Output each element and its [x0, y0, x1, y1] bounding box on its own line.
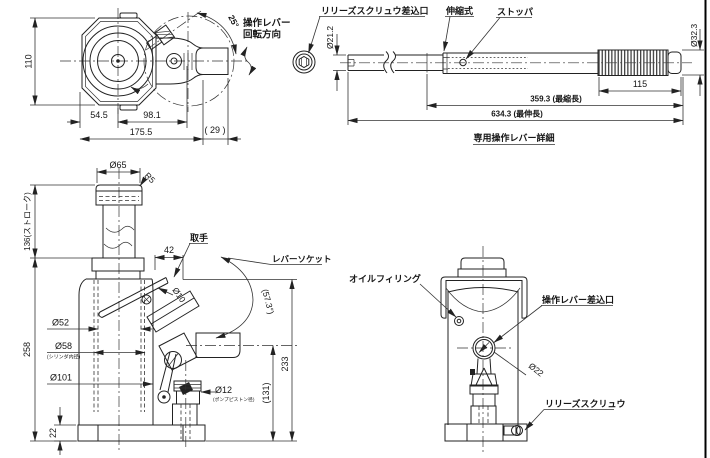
- dim-handle-offset: 42: [164, 245, 174, 255]
- dim-grip-dia: Ø32.3: [689, 24, 699, 47]
- lever-detail-view: リリーズスクリュウ差込口 伸縮式 ストッパ Ø21.2 Ø32.3 115 35…: [292, 5, 704, 145]
- lever-socket-label: レバーソケット: [272, 254, 332, 264]
- side-view: オイルフィリング 操作レバー差込口 Ø22 リリーズスクリュウ: [349, 246, 626, 452]
- top-view: 25° 操作レバー 回転方向 110 54.5 98.1 175.5 ( 29 …: [24, 8, 291, 145]
- rotation-label-1: 操作レバー: [243, 17, 291, 29]
- dim-54-5: 54.5: [90, 110, 108, 120]
- dim-bore-dia: Ø58: [55, 341, 72, 351]
- stopper-label: ストッパ: [497, 6, 533, 17]
- release-screw-label: リリーズスクリュウ: [545, 398, 626, 409]
- lever-port-label: 操作レバー差込口: [542, 294, 614, 305]
- handle-label: 取手: [190, 232, 208, 243]
- release-screw-port-label: リリーズスクリュウ差込口: [321, 5, 429, 16]
- dim-socket-dia: Ø22: [527, 361, 546, 379]
- dim-29: ( 29 ): [204, 125, 225, 135]
- angle-label: 25°: [226, 13, 241, 30]
- dim-98-1: 98.1: [143, 110, 161, 120]
- dim-extended: 634.3 (最伸長): [491, 109, 543, 119]
- dim-saddle-dia: Ø65: [109, 160, 126, 170]
- dim-collapsed: 359.3 (最縮長): [530, 94, 582, 104]
- dim-ram-dia: Ø52: [52, 318, 69, 328]
- dim-grip-len: 115: [633, 79, 647, 89]
- dim-bore-note: (シリンダ内径): [47, 354, 81, 361]
- oil-filling-label: オイルフィリング: [349, 273, 421, 284]
- dim-110: 110: [24, 54, 34, 68]
- dim-stroke: 136(ストローク): [23, 192, 32, 251]
- lever-detail-title: 専用操作レバー詳細: [473, 132, 554, 143]
- telescopic-label: 伸縮式: [445, 5, 473, 16]
- dim-saddle-r: R5: [143, 170, 158, 185]
- dim-base-dia: Ø101: [50, 373, 72, 383]
- rotation-label-2: 回転方向: [243, 29, 281, 41]
- dim-pump-dia: Ø12: [215, 385, 232, 395]
- dim-handle-h: 233: [280, 356, 290, 371]
- dim-body-h: 258: [22, 342, 32, 357]
- dim-base-h: 22: [48, 428, 58, 438]
- dim-socket-h: (131): [261, 382, 271, 403]
- dim-shaft-dia: Ø21.2: [325, 26, 335, 49]
- front-view: Ø65 R5 136(ストローク) 258 22 Ø52 Ø58 (シリンダ内径…: [22, 160, 332, 455]
- dim-175-5: 175.5: [130, 127, 153, 137]
- dim-swing-angle: (57.3°): [260, 288, 276, 315]
- dim-pump-note: (ポンプピストン径): [213, 396, 255, 403]
